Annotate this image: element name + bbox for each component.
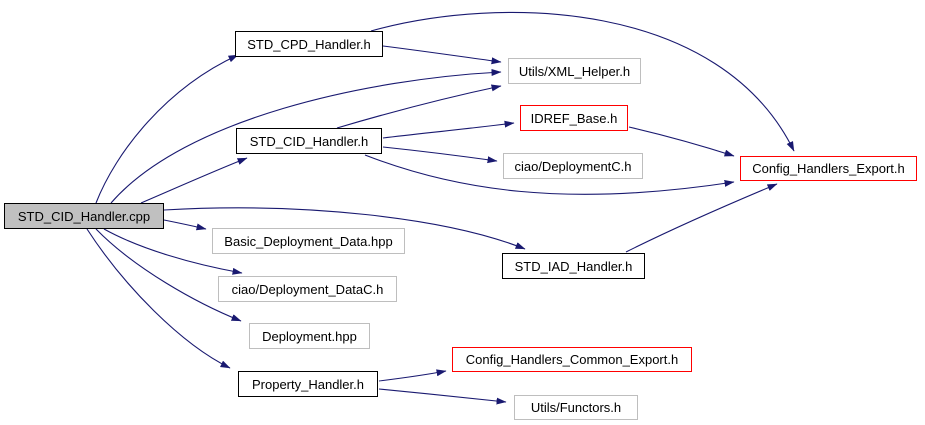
edge-cpp-to-deployment-datac (103, 228, 243, 275)
edge-cpp-to-basic-deployment (163, 219, 207, 231)
node-property-handler-h[interactable]: Property_Handler.h (238, 371, 378, 397)
node-std-cid-handler-cpp: STD_CID_Handler.cpp (4, 203, 164, 229)
edge-cid-h-to-idref-base (382, 120, 515, 139)
node-config-handlers-export-h[interactable]: Config_Handlers_Export.h (740, 156, 917, 181)
edge-property-to-common-export (378, 369, 447, 382)
edge-cpp-to-xml-helper (110, 69, 502, 204)
node-deployment-hpp: Deployment.hpp (249, 323, 370, 349)
node-std-cid-handler-h[interactable]: STD_CID_Handler.h (236, 128, 382, 154)
node-config-handlers-common-export-h[interactable]: Config_Handlers_Common_Export.h (452, 347, 692, 372)
node-basic-deployment-data-hpp: Basic_Deployment_Data.hpp (212, 228, 405, 254)
edge-idref-to-config-export (628, 126, 735, 157)
node-std-iad-handler-h[interactable]: STD_IAD_Handler.h (502, 253, 645, 279)
node-idref-base-h[interactable]: IDREF_Base.h (520, 105, 628, 131)
node-utils-functors-h: Utils/Functors.h (514, 395, 638, 420)
node-ciao-deploymentc-h: ciao/DeploymentC.h (503, 153, 643, 179)
edge-cid-h-to-config-export (364, 154, 735, 195)
edge-cpp-to-cpd-handler (95, 54, 239, 204)
edge-property-to-functors (378, 388, 507, 405)
edge-cid-h-to-deploymentc (382, 146, 498, 164)
node-std-cpd-handler-h[interactable]: STD_CPD_Handler.h (235, 31, 383, 57)
edge-cpp-to-property-handler (86, 228, 231, 369)
edge-cpd-to-config-export (370, 11, 795, 152)
edge-cpd-to-xml-helper (382, 45, 502, 65)
edge-cpp-to-iad-handler (163, 207, 526, 250)
node-ciao-deployment-datac-h: ciao/Deployment_DataC.h (218, 276, 397, 302)
edge-cid-h-to-xml-helper (336, 84, 502, 129)
edge-iad-to-config-export (625, 183, 778, 253)
node-utils-xml-helper-h: Utils/XML_Helper.h (508, 58, 641, 84)
edge-cpp-to-deployment-hpp (95, 228, 242, 322)
edge-cpp-to-cid-handler-h (140, 157, 248, 204)
